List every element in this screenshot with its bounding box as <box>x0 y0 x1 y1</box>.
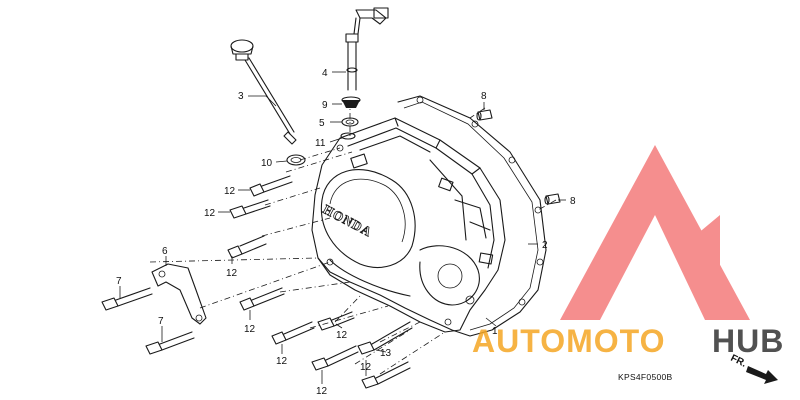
callout-12-e: 12 <box>336 330 348 341</box>
callout-12-c: 12 <box>226 268 238 279</box>
bolt-7-b <box>145 331 195 355</box>
callout-6: 6 <box>162 246 168 257</box>
bolt-12-d <box>239 287 285 311</box>
callout-10: 10 <box>261 158 273 169</box>
part-11-oring <box>340 132 356 140</box>
callout-labels: 3 4 9 5 11 10 8 8 2 12 12 6 12 7 7 12 12… <box>116 68 576 397</box>
callout-12-f: 12 <box>276 356 288 367</box>
bolt-13 <box>357 321 413 355</box>
bolt-12-a <box>249 175 293 197</box>
callout-8-right: 8 <box>570 196 576 207</box>
bolt-12-f <box>271 321 315 345</box>
bolts <box>101 175 413 389</box>
bolt-12-c <box>227 235 267 259</box>
honda-logo-text: HONDA <box>321 201 375 239</box>
bolt-12-g <box>311 345 359 371</box>
part-8-dowel-pin-top <box>476 109 493 121</box>
callout-2: 2 <box>542 240 548 251</box>
watermark-text: AUTOMOTO HUB <box>472 323 784 359</box>
watermark-part-a: AUTOMOTO <box>472 323 665 359</box>
callout-1: 1 <box>492 326 498 337</box>
part-10-gasket <box>286 154 306 166</box>
callout-12-a: 12 <box>224 186 236 197</box>
callout-12-d: 12 <box>244 324 256 335</box>
part-8-dowel-pin-right <box>544 193 561 205</box>
callout-5: 5 <box>319 118 325 129</box>
part-4-breather-pipe <box>345 7 389 91</box>
bolt-12-b <box>229 199 271 219</box>
callout-12-g: 12 <box>316 386 328 397</box>
watermark-logo-icon <box>560 145 750 320</box>
callout-7-b: 7 <box>158 316 164 327</box>
callout-9: 9 <box>322 100 328 111</box>
crankcase-cover: HONDA <box>311 95 547 337</box>
watermark-part-b: HUB <box>712 323 784 359</box>
callout-8-top: 8 <box>481 91 487 102</box>
callout-3: 3 <box>238 91 244 102</box>
callout-12-h: 12 <box>360 362 372 373</box>
assembly-centerlines <box>149 100 557 375</box>
part-6-bracket <box>151 263 207 325</box>
drawing-code: KPS4F0500B <box>618 372 673 382</box>
callout-11: 11 <box>315 138 326 149</box>
bolt-7-a <box>101 287 153 311</box>
callout-7-a: 7 <box>116 276 122 287</box>
bolt-12-h <box>361 361 411 389</box>
arrow-right-icon <box>746 366 778 384</box>
leader-lines <box>119 71 566 384</box>
callout-4: 4 <box>322 68 328 79</box>
callout-13: 13 <box>380 348 392 359</box>
callout-12-b: 12 <box>204 208 216 219</box>
part-9-seal <box>341 96 361 108</box>
